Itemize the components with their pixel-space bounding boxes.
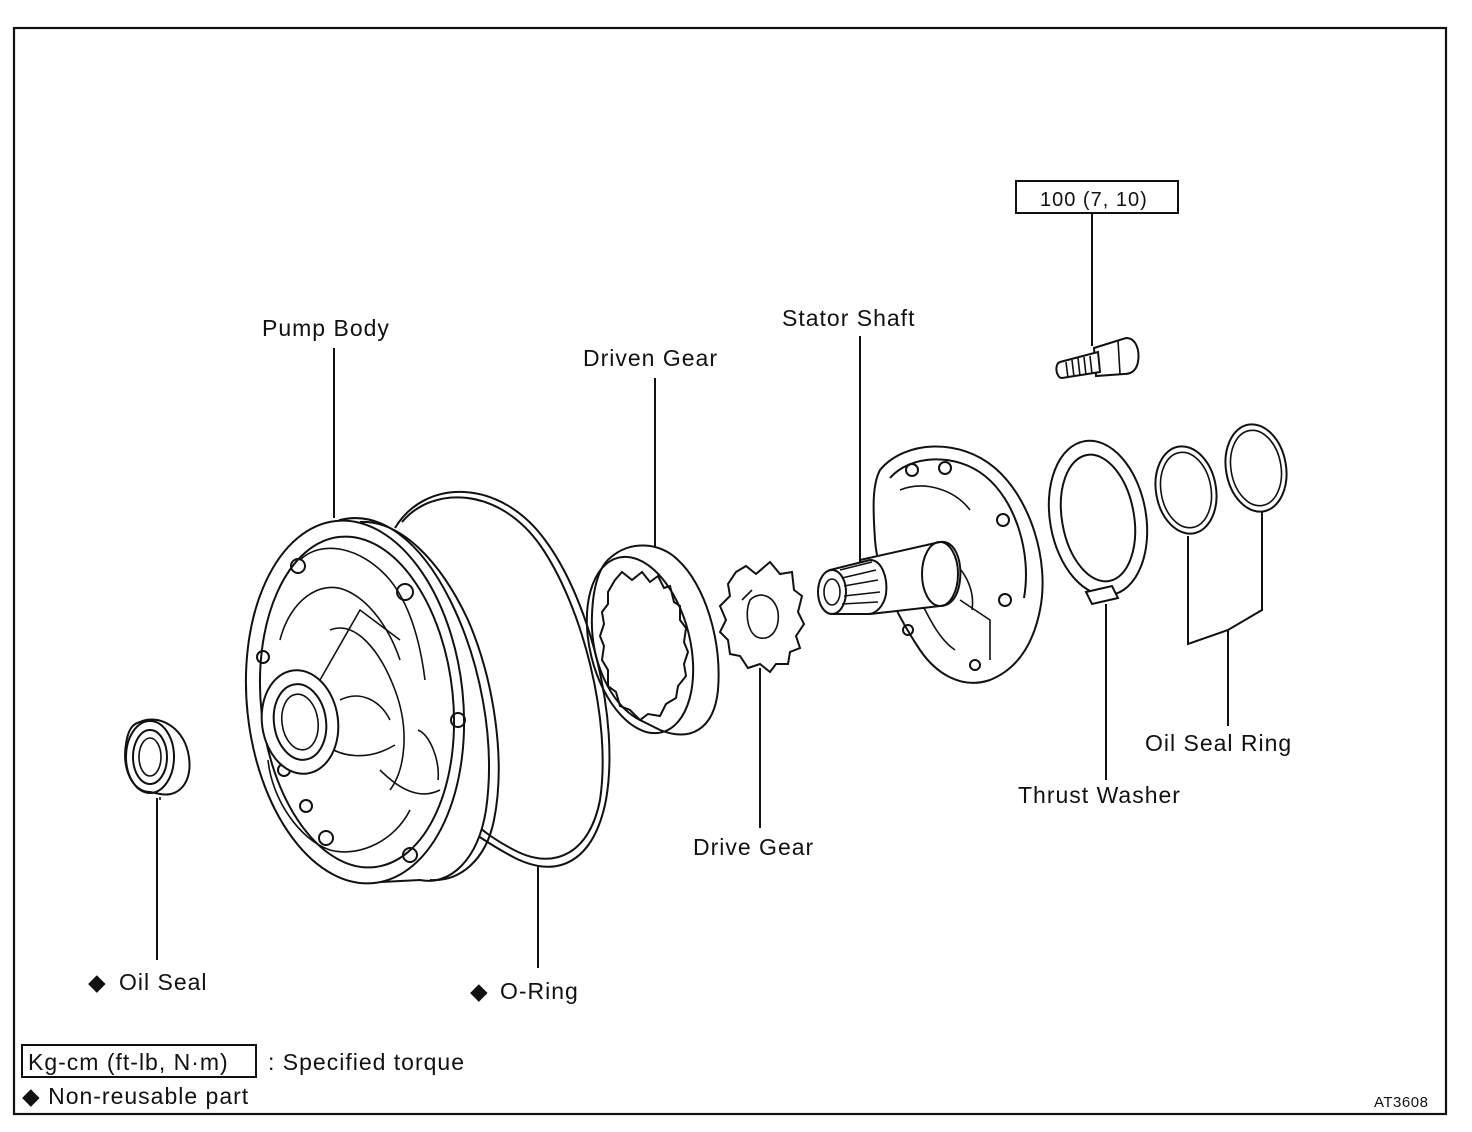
drive-gear-part (718, 560, 806, 674)
figure-frame (12, 26, 1448, 1116)
pump-body-part (244, 517, 500, 885)
oil-seal-ring-part-1 (1154, 445, 1218, 535)
label-pump-body: Pump Body (262, 315, 390, 341)
stator-shaft-part (817, 445, 1044, 684)
legend-non-reusable: ◆ Non-reusable part (22, 1083, 249, 1109)
non-reusable-marker-oil-seal: ◆ (88, 969, 107, 995)
torque-box (1015, 180, 1179, 214)
figure-code: AT3608 (1374, 1094, 1428, 1111)
oil-seal-part (124, 718, 191, 800)
label-oil-seal: Oil Seal (119, 969, 208, 995)
label-driven-gear: Driven Gear (583, 345, 718, 371)
label-oil-seal-ring: Oil Seal Ring (1145, 730, 1292, 756)
non-reusable-marker-o-ring: ◆ (470, 978, 489, 1004)
o-ring-part (394, 490, 611, 868)
driven-gear-part (585, 544, 720, 736)
oil-seal-ring-part-2 (1224, 423, 1288, 513)
label-o-ring: O-Ring (500, 978, 579, 1004)
legend-torque-box (21, 1044, 257, 1078)
label-thrust-washer: Thrust Washer (1018, 782, 1181, 808)
legend-torque-unit: Kg-cm (ft-lb, N·m) (28, 1049, 229, 1075)
legend-torque-desc: : Specified torque (268, 1049, 465, 1075)
label-drive-gear: Drive Gear (693, 834, 814, 860)
label-stator-shaft: Stator Shaft (782, 305, 915, 331)
torque-value: 100 (7, 10) (1040, 189, 1148, 211)
thrust-washer-part (1047, 439, 1149, 606)
bolt-part (1055, 336, 1140, 380)
